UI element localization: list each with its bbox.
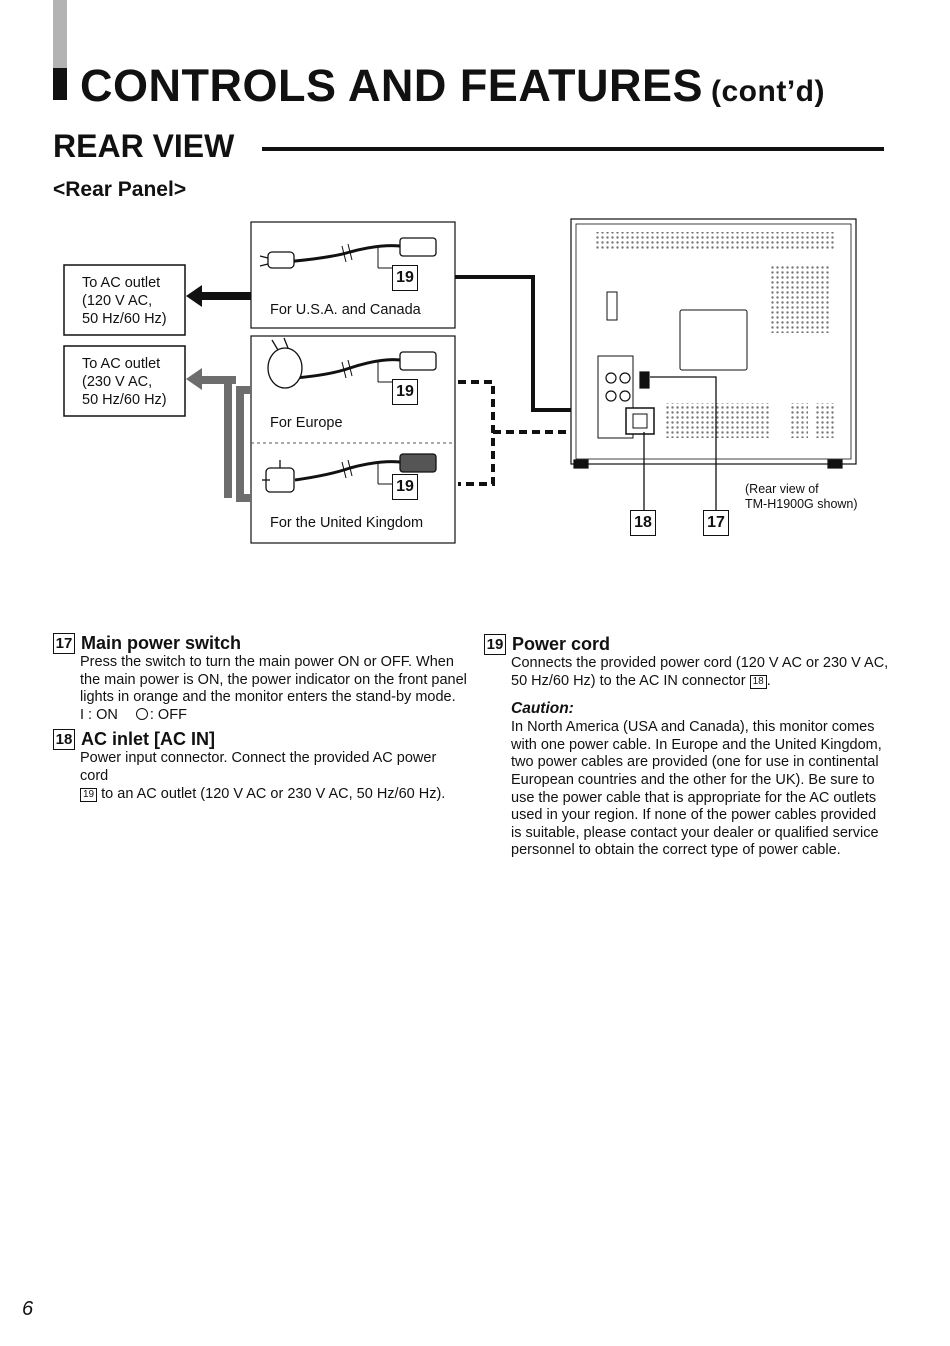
page-title-text: CONTROLS AND FEATURES [80,60,703,111]
item-18-number: 18 [53,728,75,750]
outlet-230-line-3: 50 Hz/60 Hz) [82,392,167,408]
subsection-title: <Rear Panel> [53,178,187,201]
arrow-usa-head [186,285,202,307]
item-17-line-2: the main power is ON, the power indicato… [80,671,467,688]
item-17-number: 17 [53,632,75,654]
plug-uk-label: For the United Kingdom [270,515,424,531]
outlet-120-box [63,264,186,336]
rear-view-note-line-1: (Rear view of [745,482,819,496]
item-18-ref: 19 [80,787,98,802]
callout-17-leader [650,376,717,511]
outlet-120-line-1: To AC outlet [82,275,161,291]
item-18-heading: 18 AC inlet [AC IN] [53,728,468,750]
outlet-230-label: To AC outlet (230 V AC, 50 Hz/60 Hz) [82,355,167,409]
europe-plug-illustration [267,337,437,389]
page-number: 6 [22,1298,34,1320]
arrow-usa-shaft [200,292,251,300]
item-18-title: AC inlet [AC IN] [81,729,215,750]
item-17-title: Main power switch [81,633,242,653]
caution-line-8: personnel to obtain the correct type of … [511,842,841,859]
plug-usa-label: For U.S.A. and Canada [270,302,421,318]
item-18-line-2-text: to an AC outlet (120 V AC or 230 V AC, 5… [101,785,446,802]
item-19-title: Power cord [512,634,611,654]
arrow-eu-head [186,368,202,390]
caution-line-3: two power cables are provided (one for u… [511,754,879,771]
item-17-on-off: I : ON : OFF [80,707,468,725]
diagram-graphics [63,218,857,544]
item-18-body: Power input connector. Connect the provi… [80,750,468,803]
off-text: : OFF [149,706,187,723]
caution-line-2: with one power cable. In Europe and the … [511,736,882,753]
outlet-230-line-2: (230 V AC, [82,374,153,390]
outlet-120-line-2: (120 V AC, [82,293,153,309]
page-title: CONTROLS AND FEATURES(cont’d) [80,56,825,122]
callout-19-usa: 19 [392,265,418,291]
outlet-120-label: To AC outlet (120 V AC, 50 Hz/60 Hz) [82,274,167,328]
rear-panel-diagram: To AC outlet (120 V AC, 50 Hz/60 Hz) To … [0,210,950,570]
item-17-line-3: lights in orange and the monitor enters … [80,689,456,706]
plug-europe-label: For Europe [270,415,343,431]
callout-19-europe: 19 [392,379,418,405]
section-rule [262,147,884,151]
caution-line-7: is suitable, please contact your dealer … [511,824,879,841]
off-circle-icon [135,707,148,720]
uk-plug-illustration [262,453,437,493]
caution-title: Caution: [511,700,574,718]
arrow-eu-path [236,386,251,502]
callout-18: 18 [630,510,656,536]
monitor-vents [595,232,835,438]
caution-line-4: European countries and the other for the… [511,771,875,788]
caution-line-6: used in your region. If none of the powe… [511,807,877,824]
left-column: 17 Main power switch Press the switch to… [53,632,468,803]
outlet-230-box [63,345,186,417]
page-title-suffix: (cont’d) [711,75,825,108]
item-19-heading: 19 Power cord [484,633,894,655]
item-18-line-2: 19 to an AC outlet (120 V AC or 230 V AC… [80,786,468,804]
usa-plug-illustration [259,237,437,269]
item-19-line-2-text: 50 Hz/60 Hz) to the AC IN connector [511,672,746,689]
item-19-line-1: Connects the provided power cord (120 V … [511,655,889,671]
callout-19-uk: 19 [392,474,418,500]
item-19-body: Connects the provided power cord (120 V … [511,655,894,860]
outlet-120-line-3: 50 Hz/60 Hz) [82,311,167,327]
item-17-heading: 17 Main power switch [53,632,468,654]
monitor-rear-illustration [570,218,857,469]
item-19-line-2-end: . [766,672,771,689]
item-19-ref: 18 [749,674,767,689]
on-text: I : ON [80,706,118,723]
section-title: REAR VIEW [53,128,235,164]
eu-uk-cord-line [458,380,495,486]
item-17-line-1: Press the switch to turn the main power … [80,654,454,670]
outlet-230-line-1: To AC outlet [82,356,161,372]
item-17-body: Press the switch to turn the main power … [80,654,468,724]
rear-view-note-line-2: TM-H1900G shown) [745,497,858,511]
right-column: 19 Power cord Connects the provided powe… [484,633,894,860]
caution-line-5: use the power cable that is appropriate … [511,789,877,806]
item-19-line-2: 50 Hz/60 Hz) to the AC IN connector 18. [511,673,894,691]
item-18-line-1: Power input connector. Connect the provi… [80,750,437,784]
header-black-marker [53,68,67,100]
caution-line-1: In North America (USA and Canada), this … [511,719,875,736]
item-19-number: 19 [484,633,506,655]
callout-17: 17 [703,510,729,536]
rear-view-note: (Rear view of TM-H1900G shown) [745,482,858,512]
